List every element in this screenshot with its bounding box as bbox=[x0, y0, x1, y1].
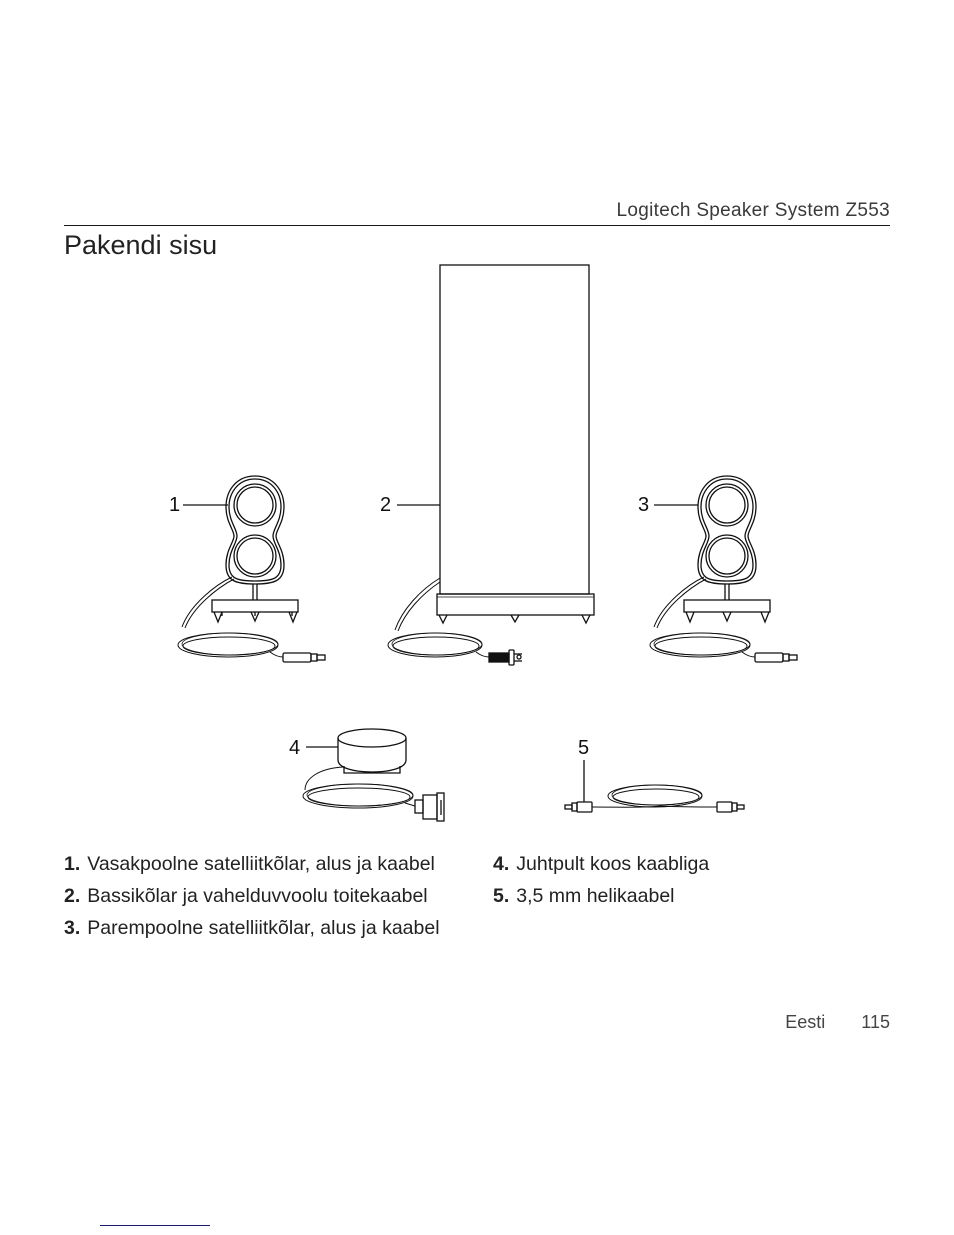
list-item: 2. Bassikõlar ja vahelduvvoolu toitekaabe… bbox=[64, 882, 440, 914]
callout-3: 3 bbox=[638, 494, 649, 516]
item-number: 2. bbox=[64, 885, 81, 907]
left-satellite-speaker: 1 bbox=[169, 475, 326, 663]
contents-list-left: 1. Vasakpoolne satelliitkõlar, alus ja ka… bbox=[64, 850, 440, 946]
item-label: Juhtpult koos kaabliga bbox=[516, 853, 710, 875]
right-satellite-speaker: 3 bbox=[638, 475, 798, 663]
footnote-divider bbox=[100, 1225, 210, 1226]
item-number: 3. bbox=[64, 917, 81, 939]
page-number: 115 bbox=[861, 1012, 890, 1032]
list-item: 5. 3,5 mm helikaabel bbox=[493, 882, 709, 914]
control-pod: 4 bbox=[289, 728, 445, 822]
callout-1: 1 bbox=[169, 494, 180, 516]
list-item: 4. Juhtpult koos kaabliga bbox=[493, 850, 709, 882]
header-product-name: Logitech Speaker System Z553 bbox=[616, 200, 890, 221]
package-contents-illustration: 1 2 3 bbox=[169, 264, 798, 822]
page-title: Pakendi sisu bbox=[64, 230, 218, 260]
contents-list-right: 4. Juhtpult koos kaabliga 5. 3,5 mm helika… bbox=[493, 850, 709, 914]
item-label: Parempoolne satelliitkõlar, alus ja kaab… bbox=[87, 917, 440, 939]
item-label: 3,5 mm helikaabel bbox=[516, 885, 675, 907]
list-item: 3. Parempoolne satelliitkõlar, alus ja ka… bbox=[64, 914, 440, 946]
item-label: Bassikõlar ja vahelduvvoolu toitekaabel bbox=[87, 885, 428, 907]
header-divider bbox=[64, 225, 890, 226]
list-item: 1. Vasakpoolne satelliitkõlar, alus ja ka… bbox=[64, 850, 440, 882]
item-number: 4. bbox=[493, 853, 510, 875]
callout-2: 2 bbox=[380, 494, 391, 516]
callout-4: 4 bbox=[289, 737, 300, 759]
footer-language: Eesti bbox=[785, 1012, 826, 1032]
page-footer: Eesti 115 bbox=[785, 1012, 890, 1033]
audio-cable-3-5mm: 5 bbox=[564, 737, 745, 813]
callout-5: 5 bbox=[578, 737, 589, 759]
item-number: 1. bbox=[64, 853, 81, 875]
item-label: Vasakpoolne satelliitkõlar, alus ja kaab… bbox=[87, 853, 435, 875]
item-number: 5. bbox=[493, 885, 510, 907]
subwoofer: 2 bbox=[380, 264, 595, 666]
